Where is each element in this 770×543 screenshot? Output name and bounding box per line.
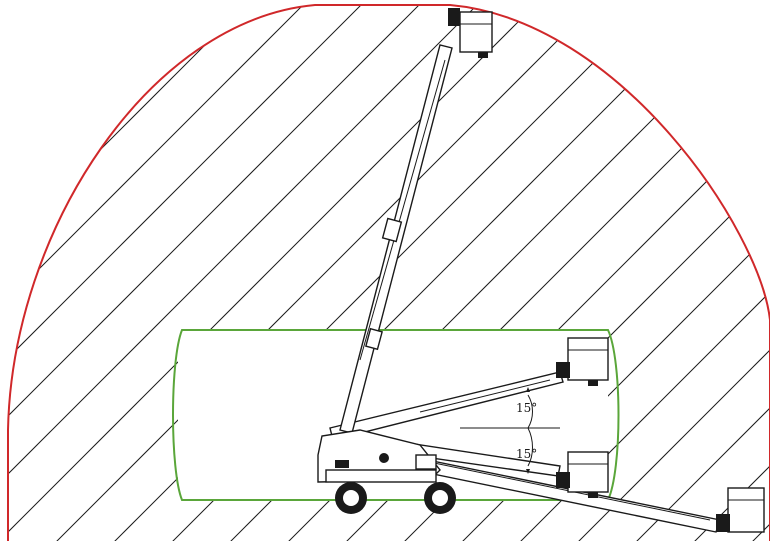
hatch-line (8, 5, 251, 541)
hatch-line (8, 5, 425, 541)
hatch-line (733, 5, 770, 541)
work-platform-basket-far-right (716, 487, 765, 533)
hatch-line (8, 5, 367, 541)
hatch-line (617, 5, 770, 541)
work-platform-basket-top (448, 8, 493, 58)
work-platform-basket-upper-right (556, 337, 609, 386)
hatch-line (8, 5, 541, 541)
hatch-line (8, 5, 193, 541)
boom-lift-chassis (317, 429, 441, 483)
work-platform-basket-middle (556, 451, 609, 498)
angle-up-label: 15° (516, 401, 537, 415)
boom-vertical (339, 44, 453, 434)
restricted-zone-outline (172, 329, 620, 501)
hatch-line (8, 5, 483, 541)
angle-down-label: 15° (516, 447, 537, 461)
wheel-icon (335, 482, 456, 514)
hatch-line (559, 5, 770, 541)
hatch-line (37, 5, 599, 541)
working-envelope-outline (7, 4, 770, 541)
angle-indicator: 15° 15° (460, 387, 560, 474)
